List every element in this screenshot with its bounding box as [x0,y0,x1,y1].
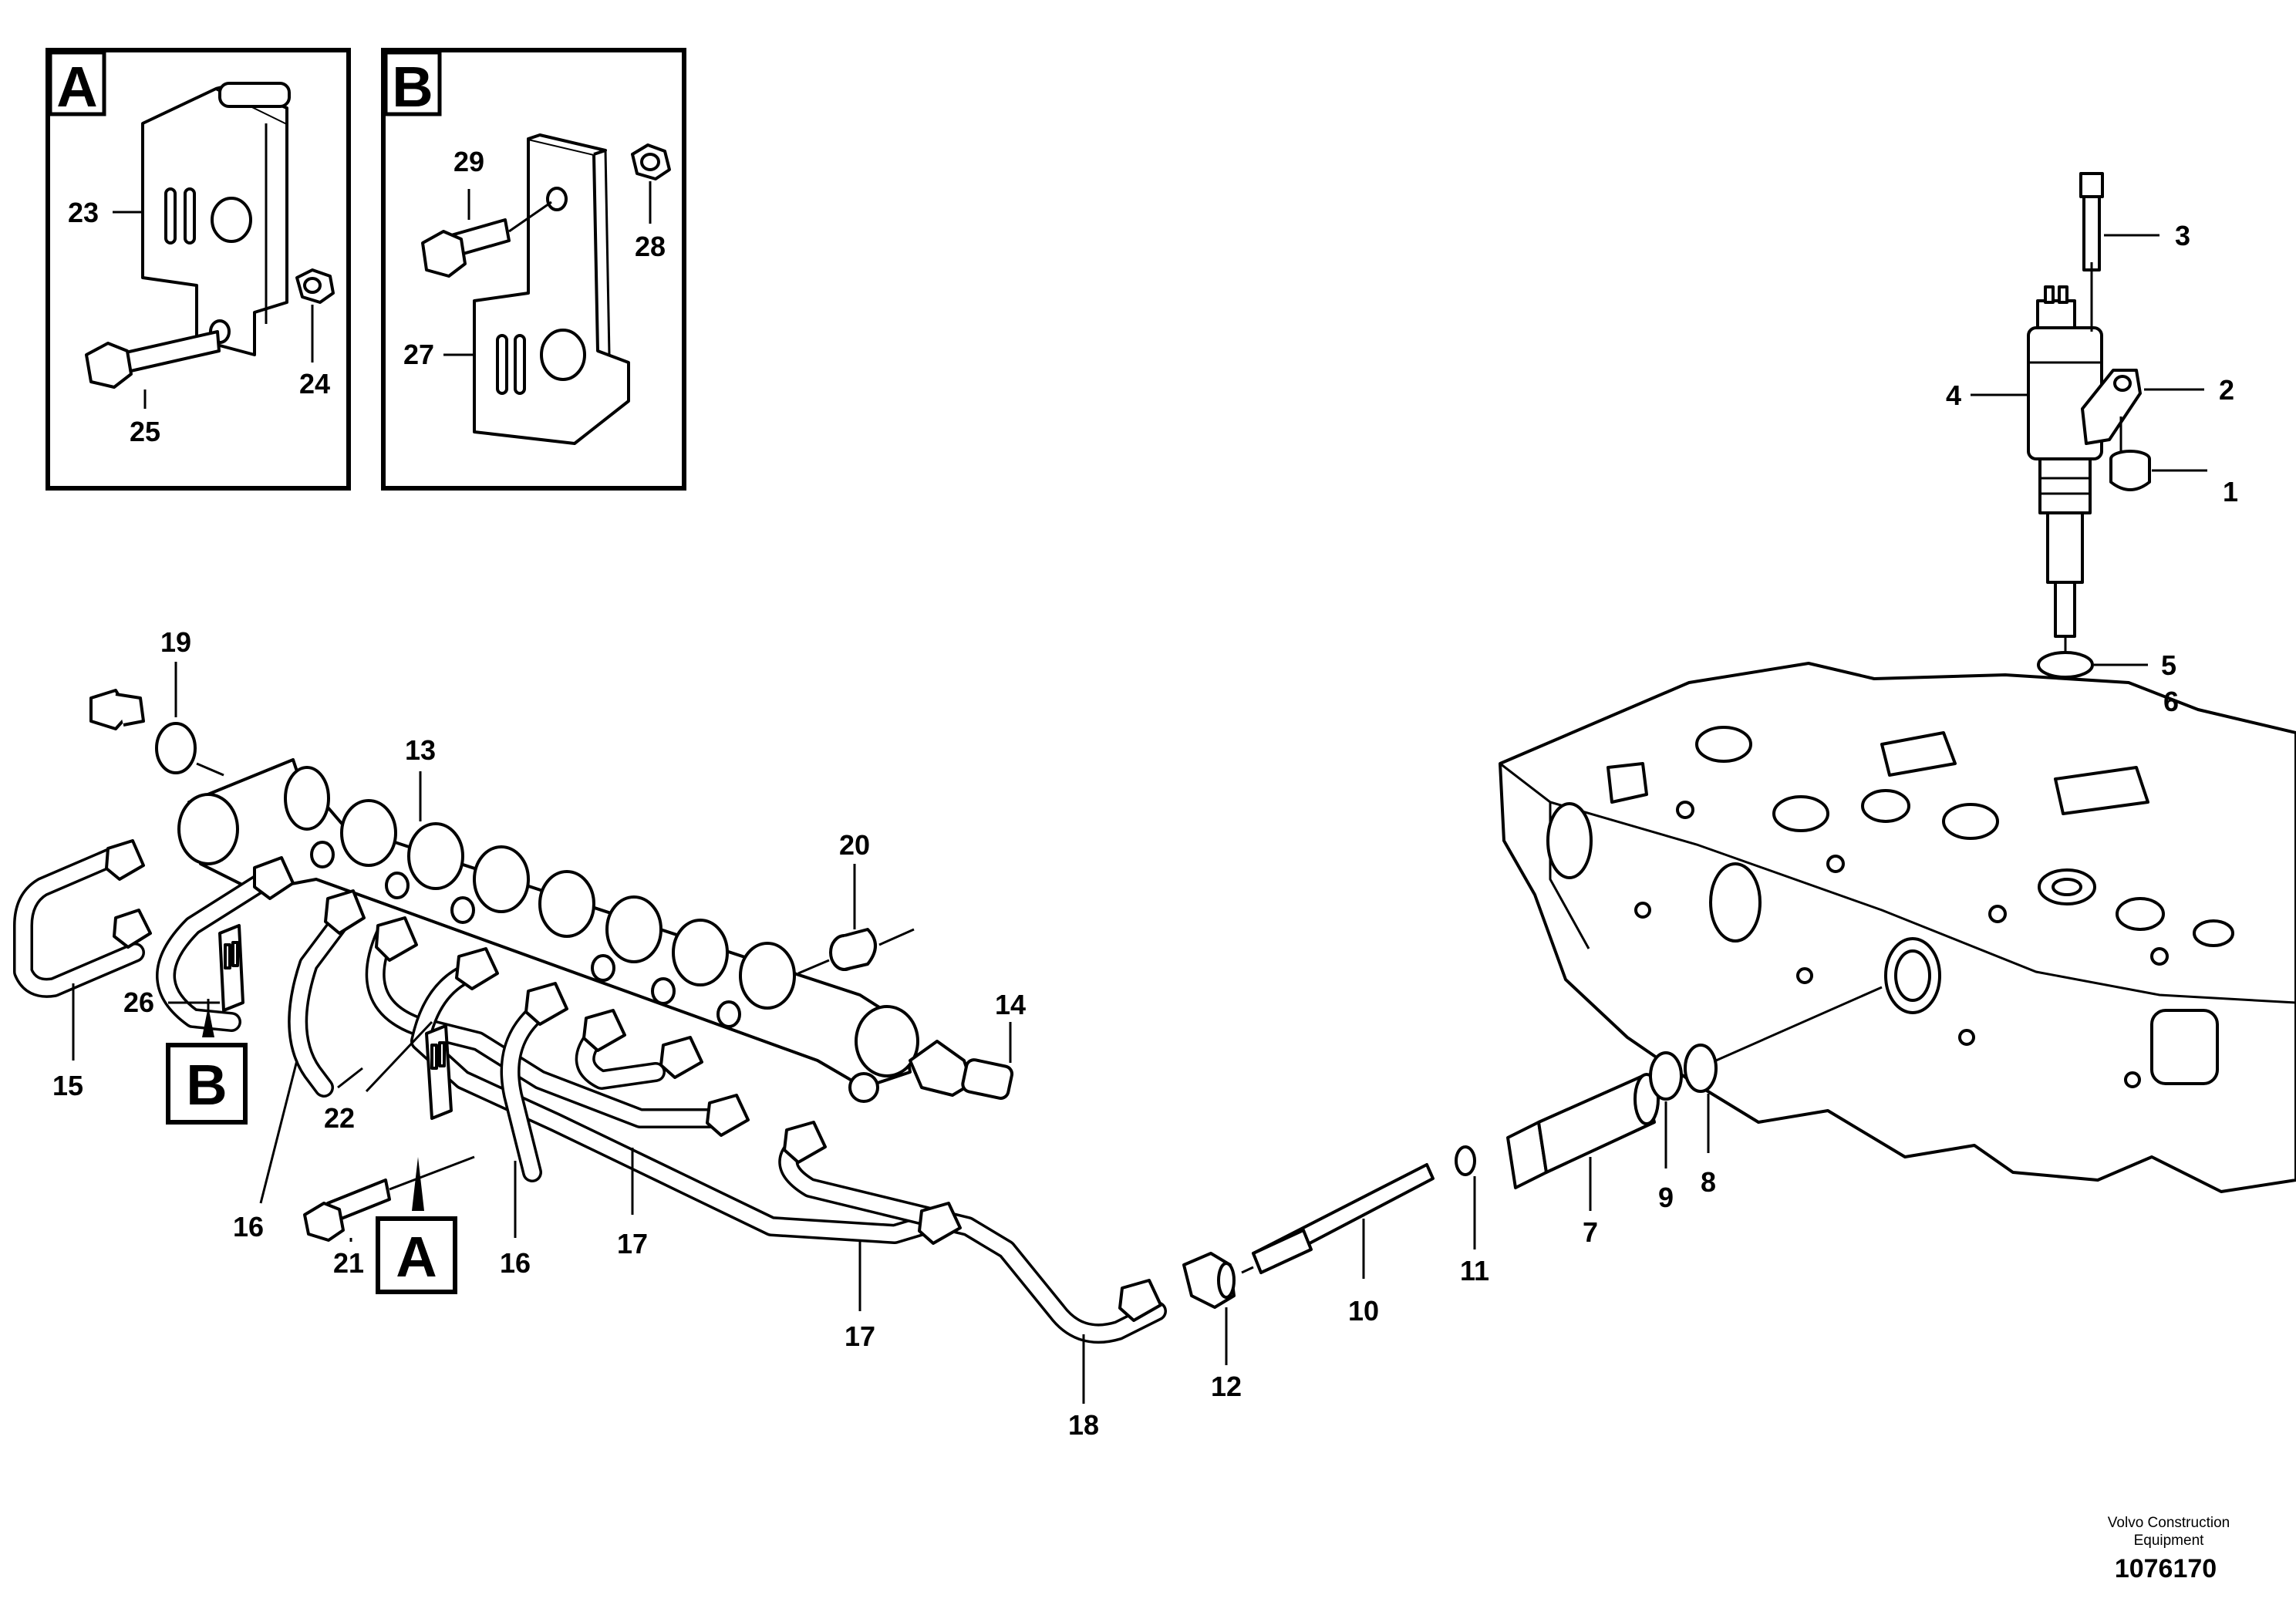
publisher-line2: Equipment [2134,1533,2205,1549]
label-5: 5 [2161,649,2176,681]
cap-1 [2109,459,2151,491]
label-21: 21 [333,1247,364,1279]
injector-assembly [1971,172,2207,841]
label-6: 6 [2163,686,2179,717]
label-17b: 17 [845,1320,875,1352]
fuel-pipes [13,839,1167,1344]
bracket-b-hole [540,329,586,381]
callouts: 1 2 3 4 5 6 7 8 9 10 11 12 13 14 15 16 1… [52,220,2238,1441]
publisher-block: Volvo Construction Equipment 1076170 [2108,1515,2230,1583]
label-27: 27 [403,339,434,370]
label-17a: 17 [617,1228,648,1259]
document-number: 1076170 [2115,1554,2217,1583]
label-16a: 16 [233,1211,264,1243]
clamps [218,924,475,1242]
label-28: 28 [635,231,666,262]
inset-b-letter-box [383,50,442,116]
clamp-22 [425,1024,453,1120]
label-25: 25 [130,416,160,447]
spacer-20 [844,928,877,971]
label-11: 11 [1460,1255,1489,1286]
label-4: 4 [1946,379,1961,411]
label-14: 14 [995,989,1026,1020]
detail-marker-a-letter: A [396,1225,437,1289]
inset-b: B 29 28 27 [381,48,686,491]
bracket-b [473,137,630,445]
label-7: 7 [1583,1216,1598,1248]
label-20: 20 [839,829,870,861]
publisher-line1: Volvo Construction [2108,1515,2230,1531]
detail-marker-a: A [376,1157,457,1294]
detail-marker-b-letter: B [186,1053,227,1117]
bracket-a-tab [218,82,291,108]
label-15: 15 [52,1070,83,1101]
label-2: 2 [2219,374,2234,406]
label-24: 24 [299,368,330,400]
bolt-3 [2082,195,2101,271]
inset-b-frame [381,48,686,491]
o-ring-5 [2037,651,2094,679]
label-1: 1 [2223,476,2238,508]
o-ring-9 [1649,1051,1683,1101]
inset-a-letter-box [48,50,106,116]
o-ring-8 [1684,1044,1718,1093]
label-9: 9 [1658,1182,1674,1213]
label-19: 19 [160,626,191,658]
label-18: 18 [1068,1409,1099,1441]
inset-a: A 23 24 25 [46,48,351,491]
label-16b: 16 [500,1247,531,1279]
label-29: 29 [453,146,484,177]
label-26: 26 [123,986,154,1018]
label-10: 10 [1348,1295,1379,1327]
label-13: 13 [405,734,436,766]
label-23: 23 [68,197,99,228]
o-ring-19 [155,722,197,774]
inset-b-letter: B [392,55,433,119]
o-ring-11 [1455,1145,1476,1176]
label-12: 12 [1211,1371,1242,1402]
leader-lines [72,662,1710,1404]
label-22: 22 [324,1102,355,1134]
bolt-3-head [2079,172,2104,198]
bracket-a-hole [211,197,252,243]
label-8: 8 [1701,1166,1716,1198]
fuel-rail [89,689,1014,1103]
label-3: 3 [2175,220,2190,251]
sleeve-assembly [1182,986,1883,1309]
inset-a-frame [46,48,351,491]
detail-marker-b: B [166,999,248,1125]
inset-a-letter: A [56,55,97,119]
